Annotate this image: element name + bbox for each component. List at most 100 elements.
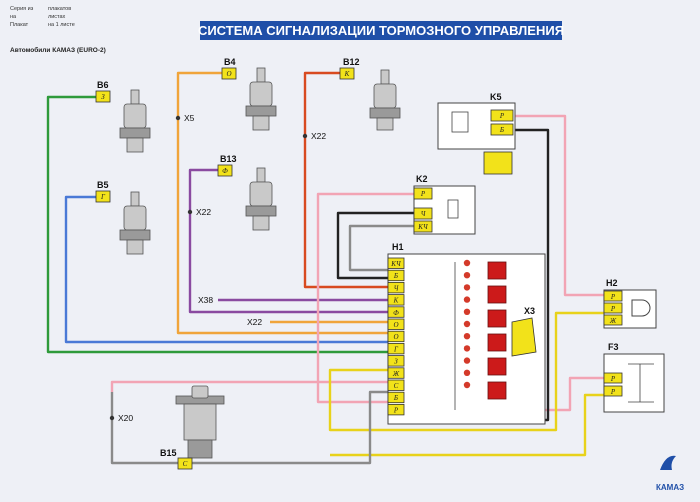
wire-gray-b15 xyxy=(110,392,180,465)
label-f3: F3 xyxy=(608,342,619,352)
b4-thread xyxy=(252,115,270,131)
b13-body xyxy=(249,181,273,207)
label-h1: H1 xyxy=(392,242,404,252)
connector-x3: X3 xyxy=(511,306,537,357)
h1-pin-1 xyxy=(387,257,405,269)
k5-plug xyxy=(483,151,513,175)
b15-housing xyxy=(187,439,213,459)
pin-f3-2 xyxy=(603,385,623,397)
logo-text: КАМАЗ xyxy=(656,483,684,492)
h1-pin-7-text: О xyxy=(393,333,398,341)
relay-k2: K2 Р Ч КЧ xyxy=(413,174,476,235)
h1-pin-5 xyxy=(387,306,405,318)
h1-pin-9-text: З xyxy=(394,358,398,366)
pin-b12 xyxy=(339,67,355,80)
label-x3: X3 xyxy=(524,306,535,316)
label-b15: B15 xyxy=(160,448,177,458)
x3-plug xyxy=(511,317,537,357)
h1-led-8 xyxy=(463,345,471,352)
pin-k5-1-text: Р xyxy=(499,112,505,120)
pin-b15 xyxy=(177,457,193,470)
wire-pink-k5 xyxy=(515,114,604,297)
wire-gray xyxy=(348,224,414,272)
x22-marker-b xyxy=(187,209,193,215)
b6-terminal xyxy=(130,89,140,105)
indicator-h2: H2 Р Р Ж xyxy=(603,278,657,329)
pin-k2-3-text: КЧ xyxy=(417,223,429,231)
b5-nut xyxy=(119,229,151,241)
meta-key-1: Серия из xyxy=(10,6,34,12)
title-banner xyxy=(200,21,562,40)
b5-thread xyxy=(126,239,144,255)
h1-pin-8-text: Г xyxy=(393,345,399,353)
label-b13: B13 xyxy=(220,154,237,164)
sensor-b12: B12 К xyxy=(339,57,401,131)
header: Серия из плакатов на листах Плакат на 1 … xyxy=(10,6,564,54)
wire-violet xyxy=(188,168,388,314)
pin-b5 xyxy=(95,190,111,203)
h1-pin-11-text: С xyxy=(394,382,399,390)
b12-terminal xyxy=(380,69,390,85)
h1-warning-lamp-3 xyxy=(487,309,507,328)
pin-b13 xyxy=(217,164,233,177)
h1-warning-lamp-1 xyxy=(487,261,507,280)
pin-k2-2 xyxy=(413,207,433,220)
wire-pink-b15 xyxy=(110,380,388,392)
pin-h2-3 xyxy=(603,314,623,326)
b4-body xyxy=(249,81,273,107)
h1-pin-1-text: КЧ xyxy=(390,260,402,268)
b5-body xyxy=(123,205,147,231)
pin-k2-2-text: Ч xyxy=(421,210,427,218)
pin-k2-1 xyxy=(413,187,433,200)
label-b6: B6 xyxy=(97,80,109,90)
h1-pin-10 xyxy=(387,367,405,379)
connector-x5: X5 xyxy=(184,113,195,123)
b6-thread xyxy=(126,137,144,153)
fuse-block-f3: F3 Р Р xyxy=(603,342,665,413)
connector-x22-c: X22 xyxy=(247,317,262,327)
x22-marker-a xyxy=(302,133,308,139)
wire-black xyxy=(336,211,414,280)
pin-k5-1 xyxy=(490,109,514,122)
pin-b4-text: О xyxy=(226,70,231,78)
h1-warning-lamp-5 xyxy=(487,357,507,376)
h1-pin-11 xyxy=(387,379,405,391)
h1-pin-2-text: Б xyxy=(393,272,398,280)
h1-pin-13-text: Р xyxy=(393,406,399,414)
h1-pin-3-text: Ч xyxy=(394,284,400,292)
pin-b13-text: Ф xyxy=(222,167,228,175)
b5-terminal xyxy=(130,191,140,207)
wire-blue xyxy=(64,195,388,344)
b15-body xyxy=(183,403,217,441)
meta-key-3: Плакат xyxy=(10,22,29,28)
h1-warning-lamp-6 xyxy=(487,381,507,400)
pin-b6 xyxy=(95,90,111,103)
h2-buzzer xyxy=(631,299,651,317)
h1-pin-9 xyxy=(387,355,405,367)
wire-red xyxy=(303,71,388,289)
meta-val-2: листах xyxy=(48,14,66,20)
h1-pin-12-text: Б xyxy=(393,394,398,402)
k5-coil xyxy=(451,111,469,133)
h1-pin-2 xyxy=(387,269,405,282)
pin-h2-2 xyxy=(603,302,623,314)
h1-warning-lamps xyxy=(487,261,507,400)
h1-led-9 xyxy=(463,357,471,364)
pin-h2-1 xyxy=(603,290,623,302)
wire-gray-b15-h1 xyxy=(180,390,388,465)
wire-orange xyxy=(176,71,388,335)
pin-f3-1 xyxy=(603,372,623,384)
label-b12: B12 xyxy=(343,57,360,67)
h1-warning-lamp-2 xyxy=(487,285,507,304)
connector-x22-a: X22 xyxy=(311,131,326,141)
wire-yellow-f3 xyxy=(330,393,604,457)
switch-b15: B15 С xyxy=(160,385,225,470)
h1-led-5 xyxy=(463,308,471,315)
pin-h2-1-text: Р xyxy=(610,293,616,301)
label-b4: B4 xyxy=(224,57,236,67)
b13-terminal xyxy=(256,167,266,183)
h1-warning-lamp-4 xyxy=(487,333,507,352)
connector-x38: X38 xyxy=(198,295,213,305)
kamaz-logo: КАМАЗ xyxy=(656,455,684,492)
